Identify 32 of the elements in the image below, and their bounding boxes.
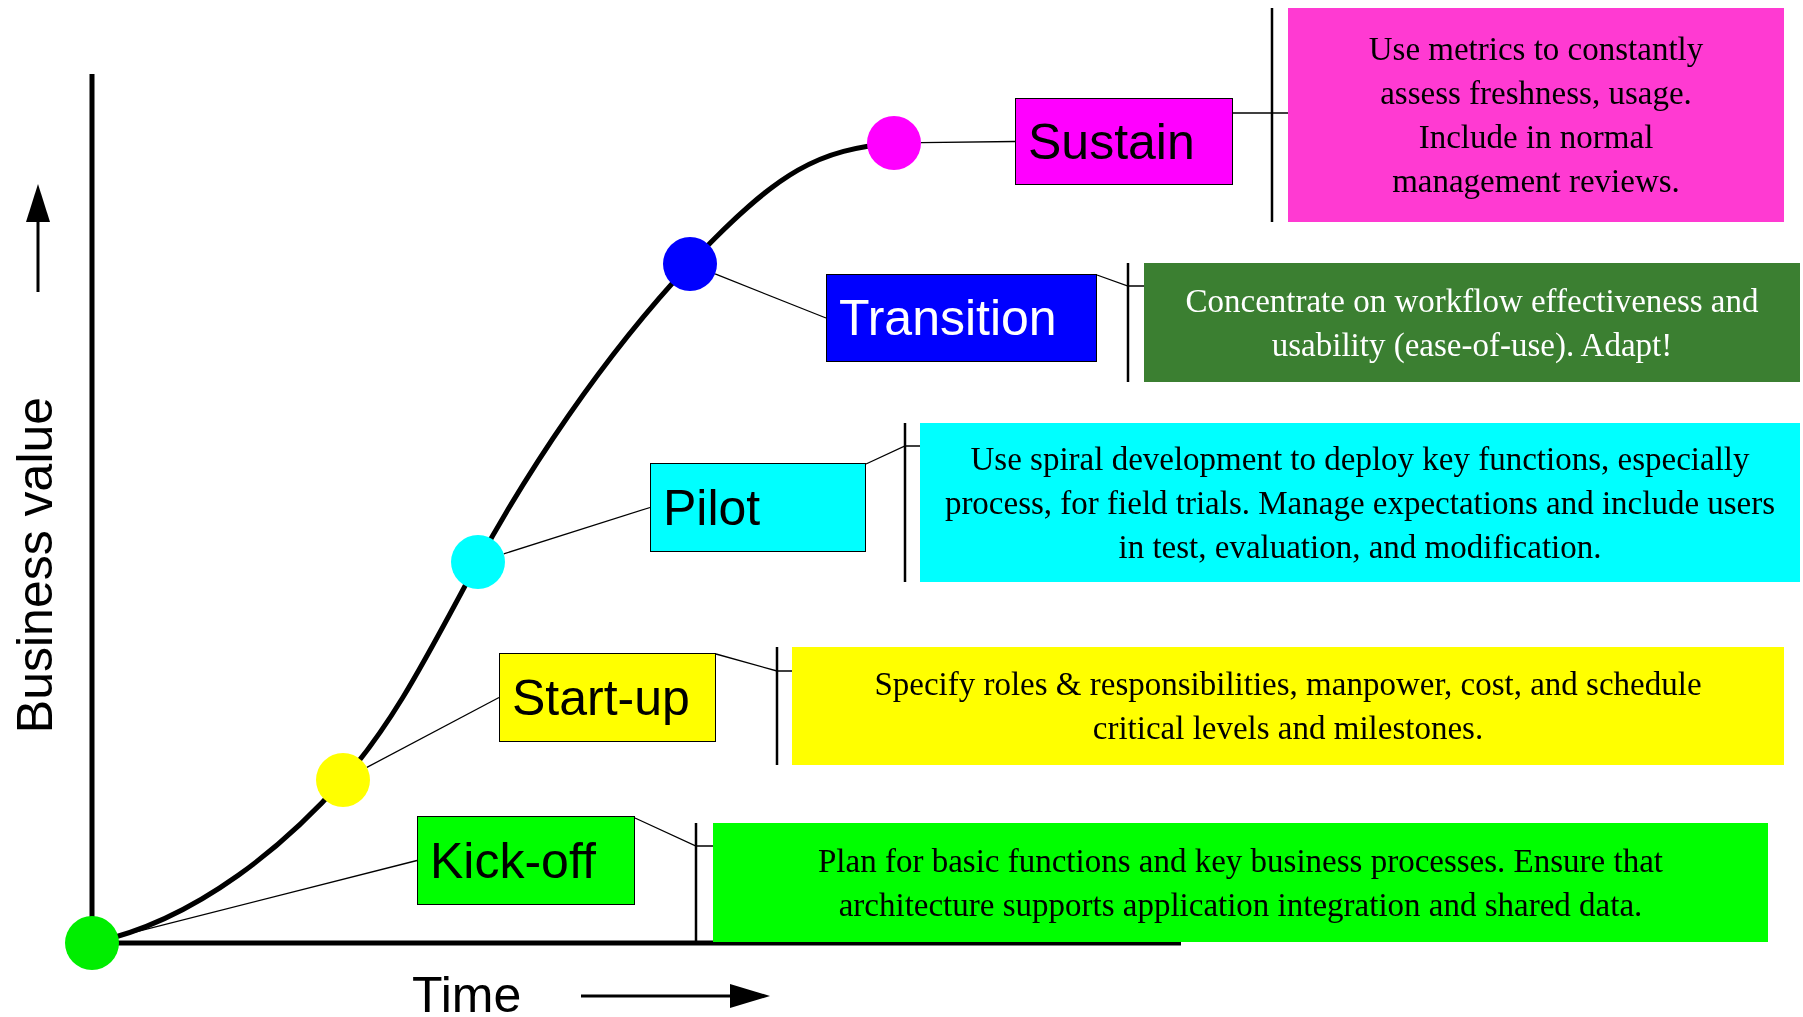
connector-line	[634, 817, 714, 847]
connector-line	[1096, 274, 1145, 287]
connector-line	[865, 445, 921, 465]
connector-line	[714, 273, 827, 319]
description-text: Use spiral development to deploy key functions, especially process, for field trials. Manage expectations and include users in test, evaluation, and modification.	[943, 439, 1777, 567]
description-box	[1288, 8, 1784, 222]
stage-name: Sustain	[1028, 116, 1195, 167]
description-box	[1144, 263, 1800, 382]
stage-name: Transition	[839, 293, 1057, 343]
stage-box	[650, 463, 866, 552]
description-box	[713, 823, 1768, 942]
description-text: Specify roles & responsibilities, manpower, cost, and schedule critical levels and milestones.	[873, 665, 1703, 748]
stage-name: Kick-off	[430, 835, 596, 886]
stage-box	[826, 274, 1097, 362]
description-text: Concentrate on workflow effectiveness and usability (ease-of-use). Adapt!	[1184, 281, 1760, 365]
stage-name: Pilot	[663, 482, 761, 533]
description-text: Use metrics to constantly assess freshness, usage. Include in normal management reviews.	[1367, 30, 1705, 201]
stage-box	[1015, 98, 1233, 185]
stage-name: Start-up	[512, 672, 690, 723]
connector-line	[117, 859, 418, 937]
description-text: Plan for basic functions and key business processes. Ensure that architecture supports application integration and shared data.	[817, 841, 1664, 925]
axis-label: Time	[412, 970, 522, 1017]
connector-line	[920, 140, 1016, 144]
description-box	[792, 647, 1784, 765]
connector-line	[1232, 112, 1289, 114]
stage-box	[417, 816, 635, 905]
description-box	[920, 423, 1800, 582]
connector-line	[503, 506, 651, 555]
connector-line	[366, 696, 500, 769]
axis-label: Business value	[10, 396, 60, 734]
connector-line	[715, 653, 793, 672]
stage-box	[499, 653, 716, 742]
